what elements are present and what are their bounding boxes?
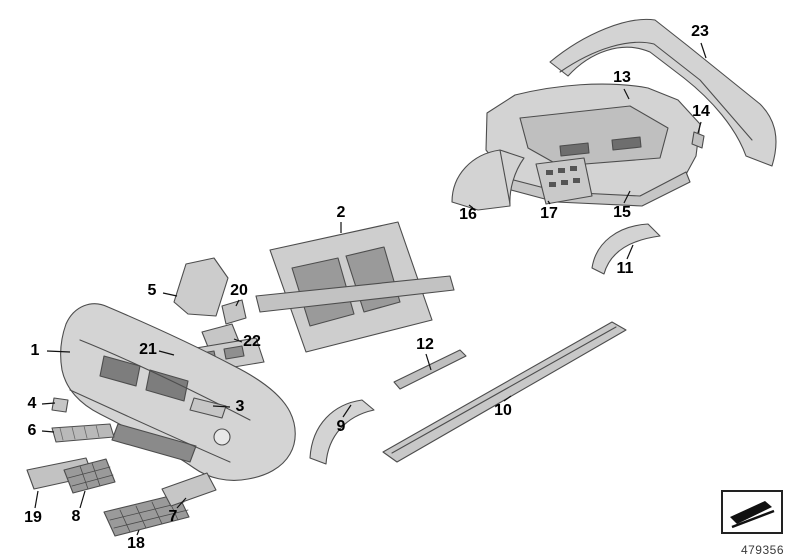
callout-21[interactable]: 21 <box>139 341 157 358</box>
callout-22[interactable]: 22 <box>243 333 261 350</box>
wedge-icon <box>730 501 775 529</box>
part-1-kidney-grille-left <box>99 355 141 387</box>
diagram-number: 479356 <box>740 543 784 557</box>
part-23-detail-line <box>559 41 753 141</box>
callout-17[interactable]: 17 <box>540 205 558 222</box>
callout-14[interactable]: 14 <box>692 103 710 120</box>
part-10-edge-line <box>391 326 617 454</box>
part-11-rear-arch-trim <box>591 223 661 275</box>
callout-6[interactable]: 6 <box>27 422 37 439</box>
callout-4[interactable]: 4 <box>27 395 37 412</box>
part-4-cap <box>51 397 69 413</box>
callout-20[interactable]: 20 <box>230 282 248 299</box>
callout-5[interactable]: 5 <box>147 282 157 299</box>
callout-10[interactable]: 10 <box>494 402 512 419</box>
part-23-rear-upper-trim <box>549 18 777 167</box>
part-17-holes <box>546 166 580 187</box>
part-13-inner-face <box>519 105 669 167</box>
part-2-crossbar <box>255 275 455 313</box>
part-21-slot-right <box>223 345 245 360</box>
part-13-vent-left <box>559 142 590 157</box>
callout-16[interactable]: 16 <box>459 206 477 223</box>
part-10-side-skirt <box>382 321 627 463</box>
callout-13[interactable]: 13 <box>613 69 631 86</box>
part-12-trim-strip <box>393 349 467 390</box>
part-9-front-arch-trim <box>309 399 375 465</box>
callout-8[interactable]: 8 <box>71 508 81 525</box>
part-6-lower-strip <box>51 423 115 443</box>
part-16-arch-liner <box>451 149 525 211</box>
callout-2[interactable]: 2 <box>336 204 346 221</box>
callout-1[interactable]: 1 <box>30 342 40 359</box>
callout-12[interactable]: 12 <box>416 336 434 353</box>
callout-11[interactable]: 11 <box>616 260 634 277</box>
part-6-hatch <box>59 424 100 441</box>
part-7-side-grille <box>161 472 217 507</box>
part-18-mesh-lines <box>109 497 189 533</box>
part-5-bracket <box>173 257 229 317</box>
part-8-mesh-lines <box>67 462 114 490</box>
part-1-lower-intake <box>111 423 197 463</box>
callout-9[interactable]: 9 <box>336 418 346 435</box>
callout-19[interactable]: 19 <box>24 509 42 526</box>
callout-15[interactable]: 15 <box>613 204 631 221</box>
part-16-flange-line <box>499 149 511 205</box>
part-3-grille-trim <box>189 397 227 419</box>
part-20-small-bracket <box>221 299 247 325</box>
callout-18[interactable]: 18 <box>127 535 145 552</box>
part-1-fog-light <box>213 428 231 446</box>
leader-lines <box>34 42 707 536</box>
part-14-clip <box>691 131 705 149</box>
part-13-vent-right <box>611 136 642 151</box>
part-1-kidney-grille-right <box>145 369 189 402</box>
part-1-contour-line-2 <box>69 389 231 463</box>
callout-7[interactable]: 7 <box>168 508 178 525</box>
callout-23[interactable]: 23 <box>691 23 709 40</box>
legend-thumbnail <box>721 490 783 534</box>
callout-3[interactable]: 3 <box>235 398 245 415</box>
